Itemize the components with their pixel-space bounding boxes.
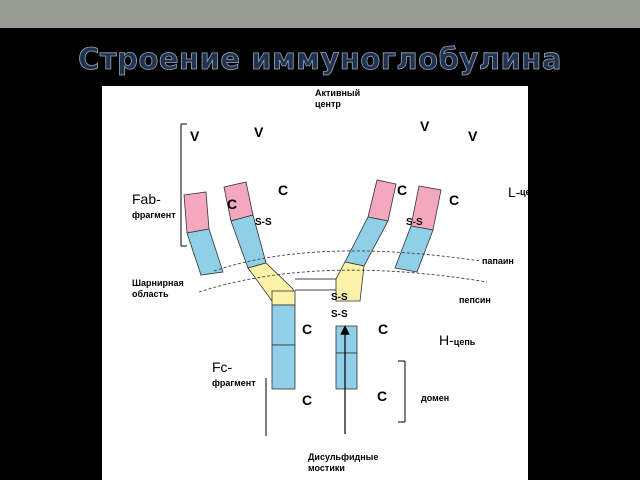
fab-bracket (180, 123, 187, 247)
c-label-6: C (378, 321, 389, 337)
vh-domain-right (367, 179, 397, 222)
top-bar (0, 0, 640, 28)
fab-label-big: Fab- (132, 191, 161, 207)
l-chain-box: L- цепь (504, 182, 528, 202)
diagram-panel: Активный центр V V V V C C C C C C C C S… (102, 86, 528, 480)
light-chain-right (394, 185, 442, 273)
vl-domain-left (183, 191, 210, 234)
ss-label-hinge-2: S-S (331, 309, 348, 320)
heavy-chain-right-arm (335, 179, 397, 302)
fab-label-small: фрагмент (132, 210, 176, 220)
c-label-1: C (278, 182, 289, 198)
c-label-8: C (377, 388, 388, 404)
h-chain-small: цепь (453, 337, 476, 347)
c-label-5: C (302, 321, 313, 337)
fc-left-hinge (271, 290, 296, 306)
ch2-domain-right (335, 325, 358, 354)
hinge-label: Шарнирная область (132, 278, 184, 299)
slide-title: Строение иммуноглобулина (78, 42, 562, 77)
v-label-4: V (468, 128, 478, 144)
h-chain-big: H- (439, 332, 454, 348)
hinge-right (335, 261, 365, 302)
ss-label-right: S-S (406, 217, 423, 228)
l-chain-small: цепь (520, 187, 528, 197)
v-label-2: V (254, 124, 264, 140)
fc-label: Fc- фрагмент (212, 360, 256, 389)
v-label-3: V (420, 118, 430, 134)
ch3-domain-left (271, 344, 296, 390)
ss-label-left: S-S (255, 217, 272, 228)
fc-label-small: фрагмент (212, 378, 256, 388)
ss-label-hinge-1: S-S (331, 292, 348, 303)
h-chain-label: H-цепь (439, 332, 475, 350)
papain-label: папаин (482, 256, 514, 266)
domain-bracket (398, 360, 406, 423)
c-label-7: C (302, 392, 313, 408)
domain-label: домен (421, 393, 450, 403)
antibody-diagram (180, 123, 488, 436)
papain-box: папаин (479, 255, 528, 269)
fc-label-big: Fc- (212, 359, 233, 375)
disulfide-lines (295, 278, 336, 291)
ch2-domain-left (271, 304, 296, 346)
fc-stem (271, 290, 358, 390)
active-center-label: Активный центр (315, 88, 361, 109)
papain-cleavage-line (213, 250, 488, 272)
fab-label: Fab- фрагмент (132, 192, 176, 221)
ch3-domain-right (335, 352, 358, 390)
disulfide-label: Дисульфидные мостики (308, 452, 379, 473)
ch1-domain-right (344, 216, 389, 267)
cl-domain-right (394, 225, 434, 273)
light-chain-left (183, 191, 224, 276)
cl-domain-left (186, 228, 224, 276)
pepsin-cleavage-line (198, 269, 488, 293)
c-label-2: C (227, 196, 238, 212)
c-label-3: C (397, 182, 408, 198)
pepsin-label: пепсин (459, 295, 491, 305)
c-label-4: C (449, 192, 460, 208)
l-chain-big: L- (508, 184, 521, 200)
v-label-1: V (190, 128, 200, 144)
